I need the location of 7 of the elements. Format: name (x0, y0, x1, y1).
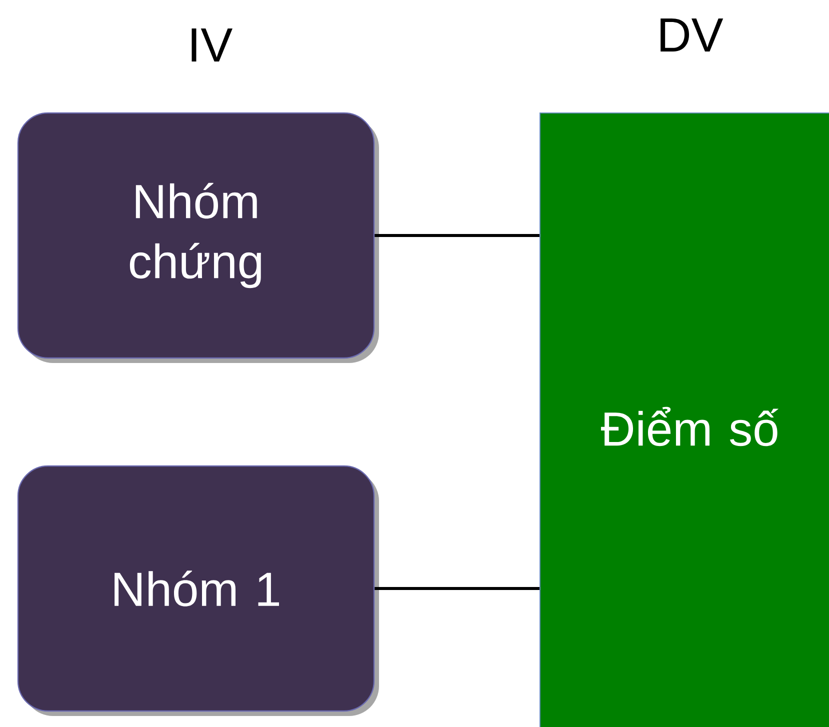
column-heading: IV (192, 28, 232, 62)
group-box: Nhóm chứng (17, 112, 375, 359)
column-heading: DV (660, 18, 724, 52)
connector-line (374, 234, 540, 237)
group-box: Nhóm 1 (17, 465, 375, 712)
connector-line (374, 586, 540, 590)
variable-box: Điểm số (540, 112, 829, 727)
